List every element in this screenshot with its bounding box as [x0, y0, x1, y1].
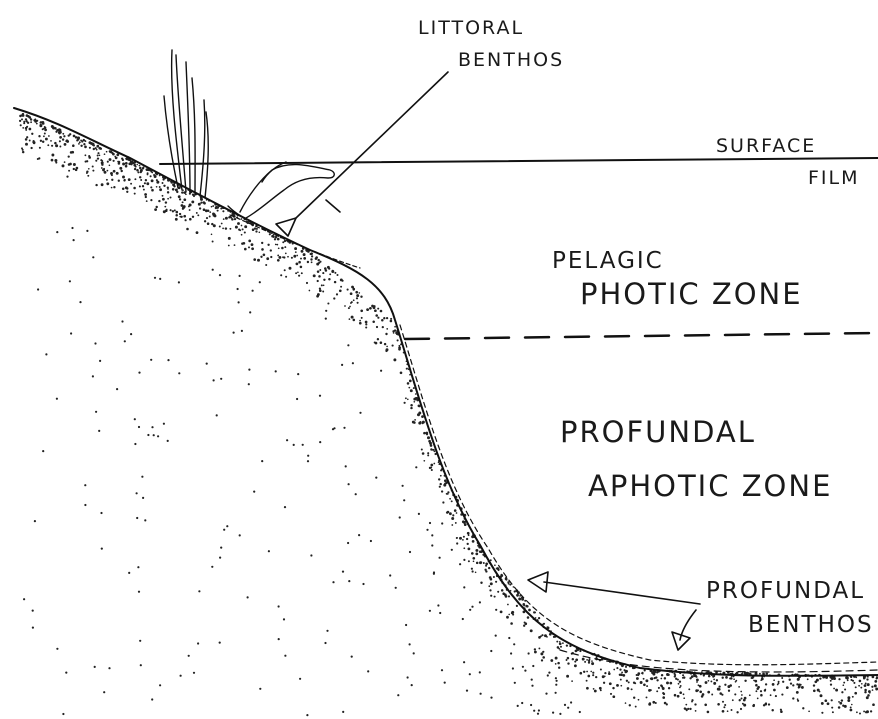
littoral-benthos-arrow [276, 72, 448, 236]
label-pelagic: PELAGIC [552, 248, 664, 274]
label-profundal: PROFUNDAL [560, 415, 756, 449]
submerged-plant [228, 162, 334, 222]
label-surface: SURFACE [716, 135, 816, 157]
label-film: FILM [808, 167, 860, 189]
photic-boundary-dashed-line [405, 333, 878, 339]
label-littoral: LITTORAL [418, 17, 524, 39]
label-benthos-top: BENTHOS [458, 49, 564, 71]
profundal-benthos-arrow-left [528, 572, 700, 604]
reed-plants [164, 50, 208, 198]
label-profundal-benthos-1: PROFUNDAL [706, 578, 865, 604]
label-aphotic-zone: APHOTIC ZONE [588, 469, 832, 503]
label-profundal-benthos-2: BENTHOS [748, 612, 874, 638]
water-surface-line [160, 158, 878, 164]
label-photic-zone: PHOTIC ZONE [580, 277, 803, 311]
benthic-fringe-lower [560, 650, 878, 672]
profundal-benthos-arrow-down [672, 610, 696, 650]
